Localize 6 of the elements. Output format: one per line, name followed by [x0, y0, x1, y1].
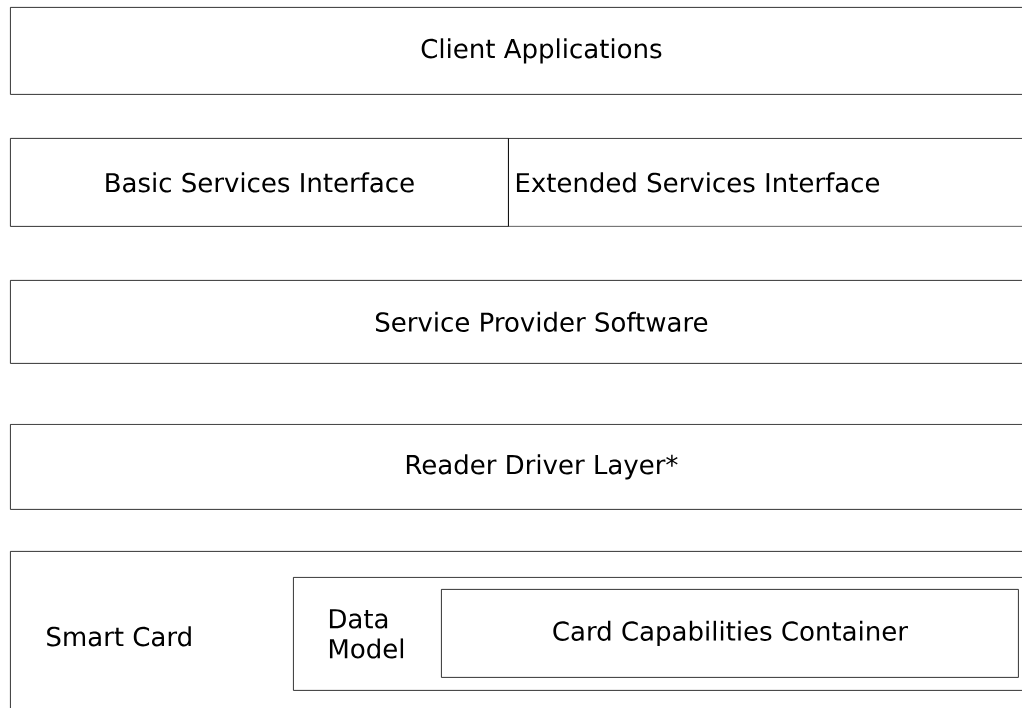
layer-box: Card Capabilities Container [441, 589, 1019, 678]
layer-box: Client Applications [10, 7, 1022, 95]
layer-box: Reader Driver Layer* [10, 424, 1022, 510]
layer-box: Service Provider Software [10, 280, 1022, 364]
layer-box: Basic Services Interface [10, 138, 509, 227]
layer-box: Extended Services Interface [508, 138, 1022, 227]
